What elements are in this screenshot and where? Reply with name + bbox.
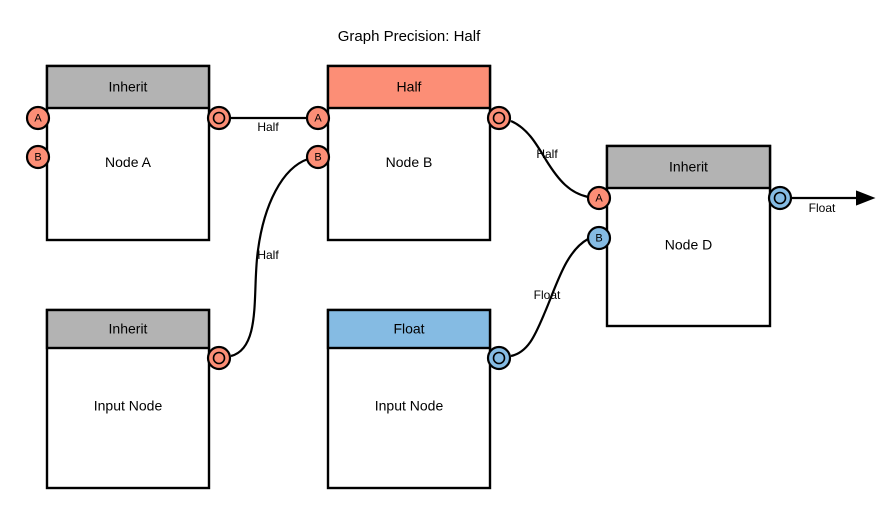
edge-input-middle-out-to-node-d-in-b-path[interactable] [510,238,589,358]
page-title: Graph Precision: Half [338,28,481,45]
port-node-b-out-o[interactable] [486,105,512,131]
edge-input-middle-out-to-node-d-in-b[interactable]: Float [510,238,589,358]
node-d-header[interactable] [605,144,772,190]
node-a-header[interactable] [45,64,211,110]
port-node-a-out-o-inner-ring [212,111,226,125]
input-node-middle-body-label: Input Node [375,398,444,414]
port-node-a-out-o[interactable] [206,105,232,131]
input-node-left-header[interactable] [45,308,211,350]
port-node-a-in-a-circle[interactable] [25,105,51,131]
node-b-header-label: Half [397,79,422,95]
input-node-left-body-label: Input Node [94,398,163,414]
port-node-b-in-b-label: B [314,152,321,164]
port-input-left-out-o[interactable] [206,345,232,371]
port-node-b-out-o-inner-ring [492,111,506,125]
node-b-header[interactable] [326,64,492,110]
edge-input-left-out-to-node-b-in-b[interactable]: Half [230,157,309,358]
port-node-b-in-a-circle[interactable] [305,105,331,131]
port-node-d-in-a-circle[interactable] [586,185,612,211]
node-d-header-label: Inherit [669,159,708,175]
port-input-left-out-o-inner-ring [212,351,226,365]
edge-input-left-out-to-node-b-in-b-label: Half [257,248,279,262]
port-node-b-in-b-circle[interactable] [305,144,331,170]
edge-node-a-out-to-node-b-in-a[interactable]: Half [231,116,306,134]
graph-output-arrow: Float [792,190,876,215]
port-node-d-in-a[interactable]: A [586,185,612,211]
edge-input-middle-out-to-node-d-in-b-label: Float [534,288,561,302]
node-a-header-label: Inherit [109,79,148,95]
edge-node-b-out-to-node-d-in-a-label: Half [536,147,558,161]
port-node-b-in-a-label: A [314,113,322,125]
graph-output-arrow-label: Float [809,201,836,215]
input-node-left-header-label: Inherit [109,321,148,337]
port-node-b-in-a[interactable]: A [305,105,331,131]
port-input-middle-out-o[interactable] [486,345,512,371]
port-node-a-in-b-label: B [34,152,41,164]
node-a-body-label: Node A [105,154,152,170]
edge-input-left-out-to-node-b-in-b-path[interactable] [230,157,309,358]
input-node-middle-header[interactable] [326,308,492,350]
port-node-d-in-b-circle[interactable] [586,225,612,251]
port-node-a-in-b-circle[interactable] [25,144,51,170]
port-node-a-in-a-label: A [34,113,42,125]
node-d-body-label: Node D [665,237,712,253]
port-input-middle-out-o-inner-ring [492,351,506,365]
port-node-d-out-o-inner-ring [773,191,787,205]
port-node-b-in-b[interactable]: B [305,144,331,170]
graph-output-layer: Float [792,190,876,215]
port-node-d-in-b[interactable]: B [586,225,612,251]
edge-node-b-out-to-node-d-in-a[interactable]: Half [510,119,589,199]
input-node-middle-header-label: Float [393,321,424,337]
port-node-d-in-a-label: A [595,193,603,205]
edge-node-a-out-to-node-b-in-a-label: Half [257,120,279,134]
port-node-d-out-o[interactable] [767,185,793,211]
port-node-a-in-b[interactable]: B [25,144,51,170]
edge-node-b-out-to-node-d-in-a-path[interactable] [510,119,589,199]
port-node-d-in-b-label: B [595,233,602,245]
node-b-body-label: Node B [386,154,433,170]
port-node-a-in-a[interactable]: A [25,105,51,131]
